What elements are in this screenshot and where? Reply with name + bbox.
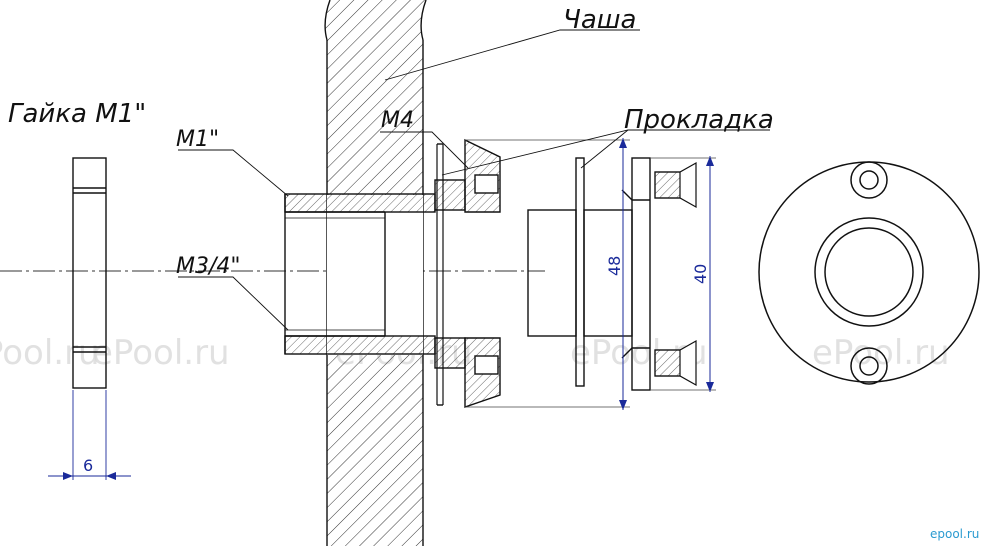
brand-logo: epool.ru bbox=[930, 527, 979, 541]
cover-plate bbox=[621, 157, 651, 391]
dimension-nut-thickness: 6 bbox=[83, 456, 93, 475]
labels: Гайка M1" Чаша Прокладка M4 M1" M3/4" bbox=[8, 5, 774, 279]
dimension-outer: 48 bbox=[465, 138, 630, 410]
dimension-outer-48: 48 bbox=[605, 256, 624, 276]
screw-bottom bbox=[654, 339, 697, 387]
label-thread-m4: M4 bbox=[381, 108, 414, 133]
label-gasket: Прокладка bbox=[624, 105, 774, 135]
dimension-inner: 40 bbox=[650, 156, 716, 392]
screw-top bbox=[654, 161, 697, 209]
bowl-wall bbox=[324, 0, 427, 546]
leaders bbox=[178, 29, 770, 331]
dimension-inner-40: 40 bbox=[691, 264, 710, 284]
flange bbox=[434, 138, 501, 408]
label-thread-m1: M1" bbox=[176, 127, 219, 152]
pipe-body bbox=[284, 193, 436, 355]
label-nut: Гайка M1" bbox=[8, 99, 146, 129]
nut-dimension: 6 bbox=[48, 390, 131, 480]
nut bbox=[72, 157, 107, 389]
watermark-2: ePool.ru bbox=[92, 333, 230, 373]
watermark-1: ePool.ru bbox=[0, 333, 100, 373]
front-view bbox=[758, 161, 980, 385]
label-thread-m34: M3/4" bbox=[176, 254, 241, 279]
label-bowl: Чаша bbox=[563, 5, 636, 35]
